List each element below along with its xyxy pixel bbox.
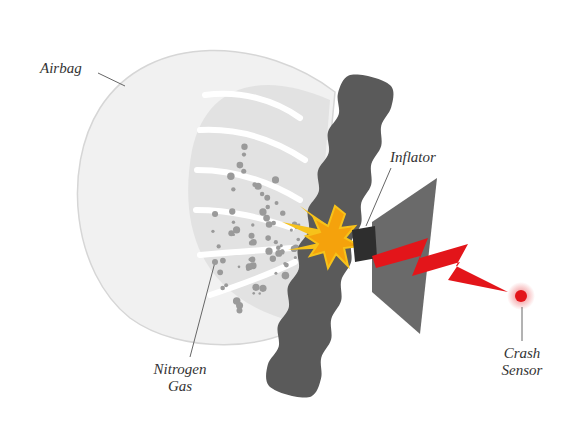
gas-particle bbox=[224, 283, 228, 287]
gas-particle bbox=[290, 229, 293, 232]
gas-particle bbox=[211, 230, 214, 233]
gas-particle bbox=[212, 211, 218, 217]
gas-particle bbox=[220, 286, 225, 291]
gas-particle bbox=[263, 215, 270, 222]
gas-particle bbox=[280, 210, 285, 215]
gas-particle bbox=[249, 233, 255, 239]
gas-particle bbox=[220, 258, 226, 264]
gas-particle bbox=[233, 297, 241, 305]
gas-particle bbox=[231, 187, 235, 191]
part-label: Nitrogen Gas bbox=[143, 361, 217, 395]
gas-particle bbox=[266, 221, 273, 228]
leader-lines bbox=[98, 73, 522, 357]
gas-particle bbox=[274, 272, 277, 275]
gas-particle bbox=[284, 263, 289, 268]
gas-particle bbox=[296, 238, 300, 242]
part-label: Crash Sensor bbox=[490, 345, 554, 379]
gas-particle bbox=[232, 233, 235, 236]
gas-particle bbox=[282, 272, 290, 280]
gas-particle bbox=[276, 245, 281, 250]
gas-particle bbox=[272, 176, 279, 183]
gas-particle bbox=[241, 144, 247, 150]
gas-particle bbox=[238, 265, 241, 268]
gas-particle bbox=[249, 241, 254, 246]
label-holder: Crash Sensor bbox=[490, 345, 554, 379]
label-holder: Airbag bbox=[40, 60, 82, 77]
gas-particle bbox=[270, 256, 276, 262]
gas-particle bbox=[227, 173, 234, 180]
gas-particle bbox=[275, 201, 279, 205]
gas-particle bbox=[265, 248, 272, 255]
gas-particle bbox=[242, 152, 246, 156]
leader-line bbox=[190, 262, 215, 357]
gas-particle bbox=[265, 235, 271, 241]
gas-particle bbox=[265, 205, 270, 210]
part-label: Inflator bbox=[390, 149, 436, 166]
gas-particle bbox=[217, 269, 223, 275]
sensor-glow bbox=[507, 282, 535, 310]
airbag-folds bbox=[196, 94, 305, 295]
gas-particle bbox=[251, 223, 254, 226]
label-holder: Nitrogen Gas bbox=[143, 361, 217, 395]
explosion bbox=[306, 206, 360, 268]
gas-particle bbox=[241, 169, 246, 174]
gas-particle bbox=[281, 249, 285, 253]
gas-particle bbox=[232, 220, 235, 223]
gas-particle bbox=[237, 162, 244, 169]
gas-particle bbox=[252, 284, 259, 291]
gas-particle bbox=[259, 208, 266, 215]
gas-particle bbox=[217, 244, 221, 248]
gas-particle bbox=[259, 285, 266, 292]
gas-particle bbox=[274, 240, 278, 244]
gas-particle bbox=[260, 192, 265, 197]
gas-particle bbox=[255, 183, 262, 190]
gas-particle bbox=[246, 263, 253, 270]
leader-line bbox=[98, 73, 125, 86]
gas-particle bbox=[258, 292, 261, 295]
gas-particle bbox=[264, 195, 270, 201]
gas-particle bbox=[237, 308, 243, 314]
crash-sensor-dot bbox=[515, 290, 527, 302]
leader-line bbox=[366, 168, 391, 226]
gas-particle bbox=[229, 208, 235, 214]
gas-particle bbox=[252, 292, 255, 295]
leader-dot bbox=[212, 259, 218, 265]
gas-particle bbox=[294, 256, 297, 259]
leader-line bbox=[522, 307, 523, 341]
part-label: Airbag bbox=[40, 60, 82, 77]
lightning-bolt bbox=[372, 238, 508, 292]
label-holder: Inflator bbox=[390, 149, 436, 166]
gas-particle bbox=[249, 258, 253, 262]
gas-particle bbox=[228, 230, 234, 236]
gas-particle bbox=[283, 262, 287, 266]
